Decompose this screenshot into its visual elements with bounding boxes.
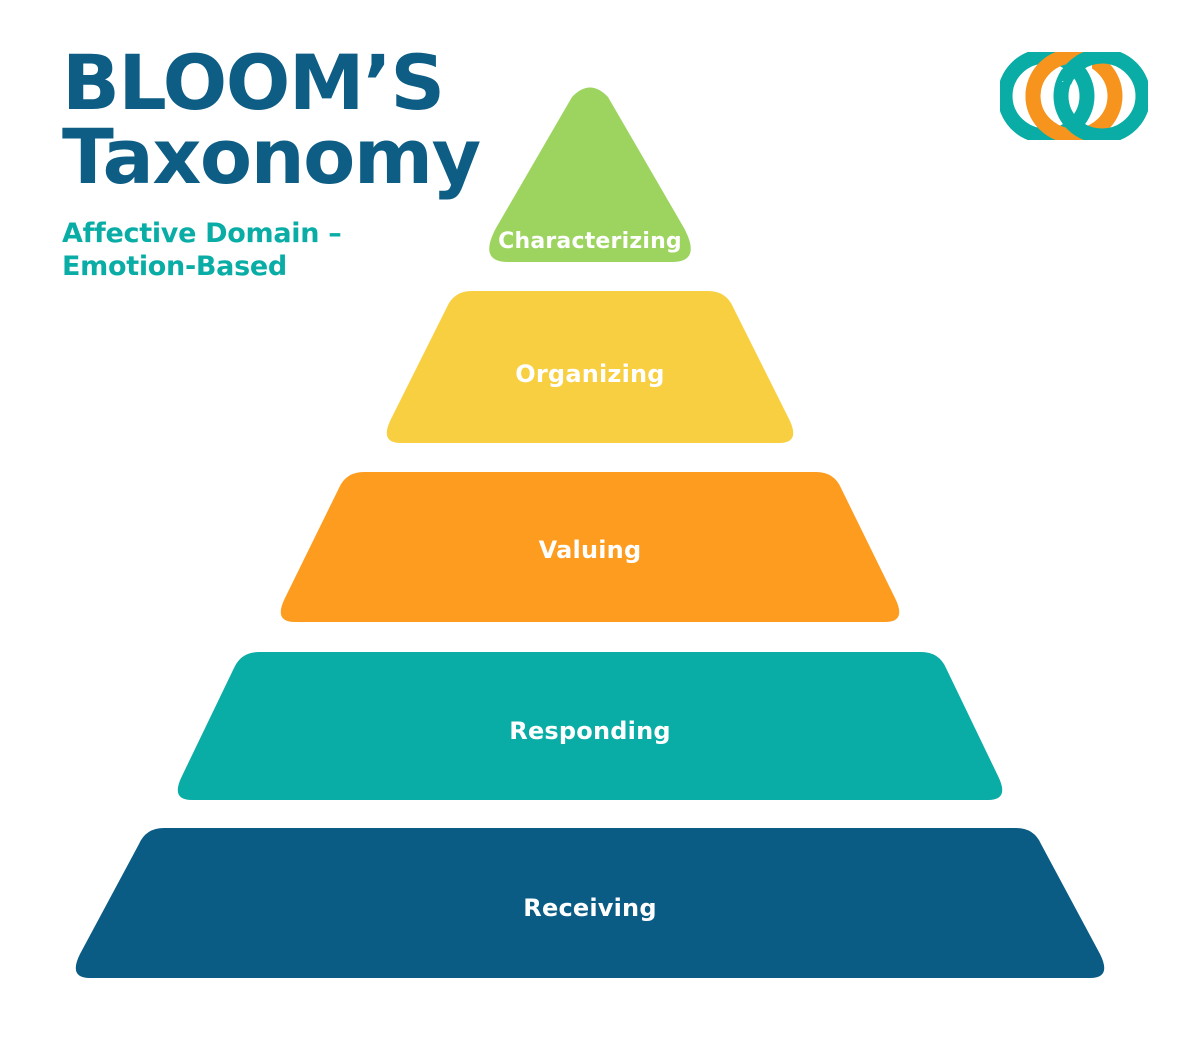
pyramid-level-organizing[interactable]: Organizing — [386, 291, 794, 443]
pyramid-level-characterizing[interactable]: Characterizing — [489, 87, 691, 263]
pyramid-level-characterizing-shape — [489, 87, 691, 262]
pyramid-level-valuing-label: Valuing — [539, 536, 642, 564]
pyramid-level-responding-shape — [177, 652, 1003, 800]
pyramid-level-valuing[interactable]: Valuing — [280, 472, 900, 622]
pyramid-level-receiving-shape — [75, 828, 1105, 978]
logo-ring-left-icon — [1000, 52, 1095, 140]
pyramid-level-organizing-label: Organizing — [515, 360, 664, 388]
pyramid-level-organizing-shape — [386, 291, 794, 443]
logo-ring-right-top-arc-icon — [1056, 52, 1103, 86]
pyramid-level-responding-label: Responding — [509, 717, 670, 745]
logo-ring-middle-overlap-icon — [1025, 52, 1123, 140]
pyramid-level-responding[interactable]: Responding — [177, 652, 1003, 800]
page-subtitle: Affective Domain –Emotion-Based — [62, 217, 342, 282]
page-title-line-2: Taxonomy — [62, 111, 481, 201]
pyramid-level-valuing-shape — [280, 472, 900, 622]
pyramid-level-receiving[interactable]: Receiving — [75, 828, 1105, 978]
brand-logo — [1000, 52, 1148, 140]
page-title-line-1: BLOOM’S — [62, 38, 445, 127]
pyramid-level-receiving-label: Receiving — [523, 894, 656, 922]
three-rings-icon — [1000, 52, 1148, 140]
logo-ring-right-icon — [1053, 52, 1148, 140]
pyramid-level-characterizing-label: Characterizing — [498, 229, 682, 254]
header-block: BLOOM’S Taxonomy Affective Domain –Emoti… — [62, 38, 492, 284]
